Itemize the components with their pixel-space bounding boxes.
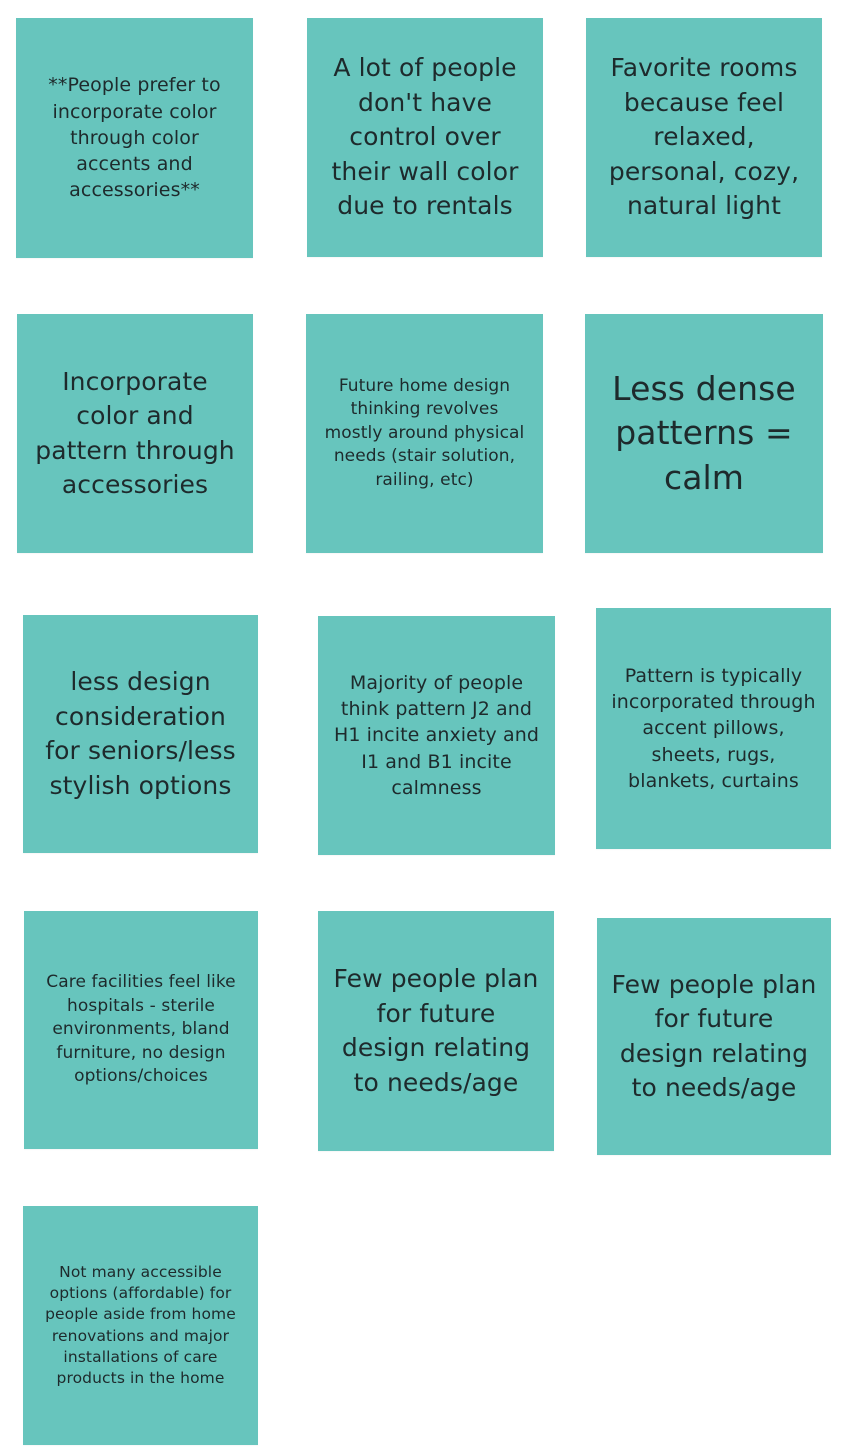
sticky-note-text: Future home design thinking revolves mos… — [324, 375, 525, 490]
sticky-note-text: Few people plan for future design relati… — [333, 964, 539, 1097]
sticky-note-less-dense-patterns[interactable]: Less dense patterns = calm — [585, 314, 823, 553]
sticky-note-favorite-rooms[interactable]: Favorite rooms because feel relaxed, per… — [586, 18, 822, 257]
sticky-note-text: Pattern is typically incorporated throug… — [611, 664, 816, 792]
sticky-note-text: Incorporate color and pattern through ac… — [35, 366, 235, 500]
sticky-note-text: **People prefer to incorporate color thr… — [48, 74, 221, 202]
sticky-note-pattern-accents[interactable]: Pattern is typically incorporated throug… — [596, 608, 831, 849]
sticky-note-text: less design consideration for seniors/le… — [45, 667, 236, 800]
sticky-note-text: A lot of people don't have control over … — [331, 53, 519, 221]
sticky-note-text: Less dense patterns = calm — [612, 369, 796, 497]
sticky-note-text: Favorite rooms because feel relaxed, per… — [608, 53, 800, 221]
sticky-note-incorporate-color-pattern[interactable]: Incorporate color and pattern through ac… — [17, 314, 253, 553]
sticky-note-future-home-design[interactable]: Future home design thinking revolves mos… — [306, 314, 543, 553]
sticky-note-care-facilities[interactable]: Care facilities feel like hospitals - st… — [24, 911, 258, 1149]
sticky-note-seniors-options[interactable]: less design consideration for seniors/le… — [23, 615, 258, 853]
sticky-note-color-accents[interactable]: **People prefer to incorporate color thr… — [16, 18, 253, 258]
sticky-note-text: Majority of people think pattern J2 and … — [333, 671, 540, 799]
sticky-note-accessible-options[interactable]: Not many accessible options (affordable)… — [23, 1206, 258, 1445]
sticky-note-few-people-plan-duplicate[interactable]: Few people plan for future design relati… — [597, 918, 831, 1155]
sticky-note-few-people-plan[interactable]: Few people plan for future design relati… — [318, 911, 554, 1151]
sticky-note-wall-color-rentals[interactable]: A lot of people don't have control over … — [307, 18, 543, 257]
sticky-note-text: Care facilities feel like hospitals - st… — [46, 972, 236, 1087]
sticky-note-text: Not many accessible options (affordable)… — [45, 1263, 236, 1387]
sticky-note-pattern-anxiety[interactable]: Majority of people think pattern J2 and … — [318, 616, 555, 855]
sticky-note-text: Few people plan for future design relati… — [611, 969, 817, 1103]
